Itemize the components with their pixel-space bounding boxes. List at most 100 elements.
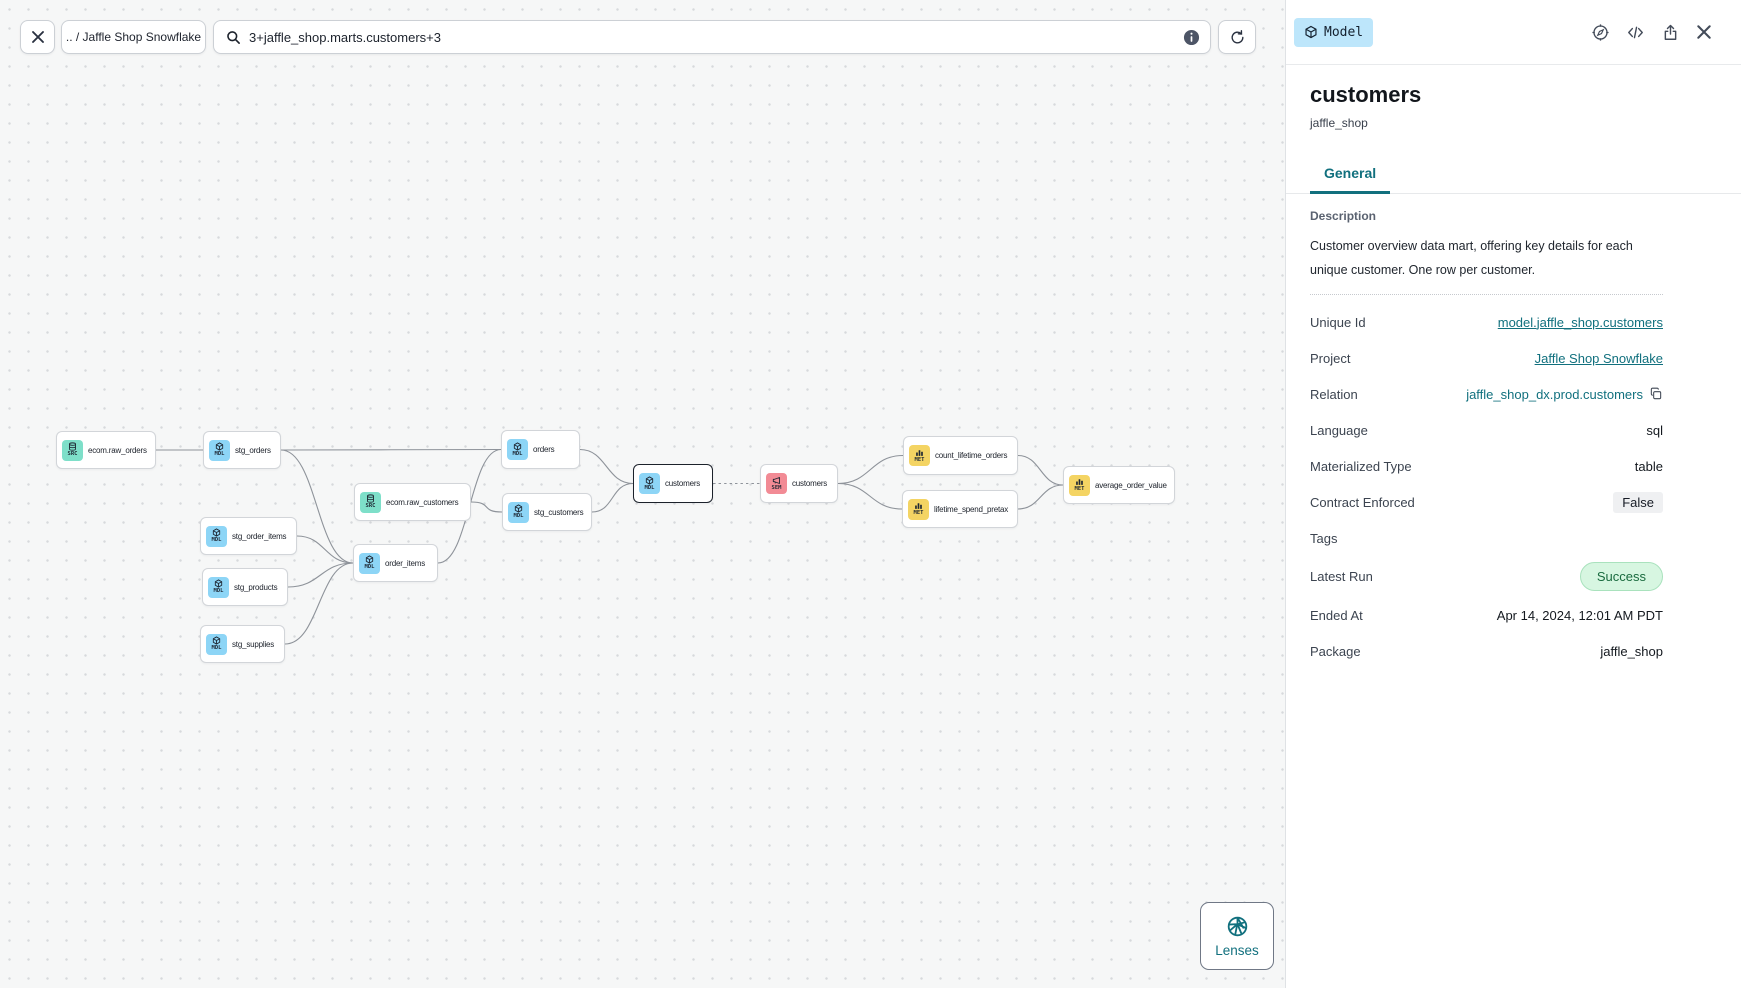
node-label: average_order_value	[1095, 480, 1167, 490]
cube-icon: MDL	[206, 633, 227, 655]
code-icon[interactable]	[1626, 23, 1645, 42]
panel-header: Model	[1286, 0, 1741, 65]
lineage-edge	[296, 535, 354, 564]
graph-node-ecom-raw_customers[interactable]: SRC ecom.raw_customers	[354, 483, 471, 521]
node-type-label: MDL	[364, 564, 375, 571]
graph-node-stg_customers[interactable]: MDL stg_customers	[502, 493, 592, 531]
node-label: order_items	[385, 558, 426, 568]
lineage-edge	[837, 454, 904, 485]
graph-node-customers[interactable]: MDL customers	[633, 464, 713, 503]
field-label: Latest Run	[1310, 569, 1373, 584]
node-type-label: MDL	[213, 588, 224, 595]
close-icon	[31, 31, 44, 43]
cube-icon: MDL	[209, 439, 230, 461]
lineage-edge	[591, 482, 634, 513]
info-icon[interactable]	[1183, 29, 1200, 46]
field-label: Relation	[1310, 386, 1358, 402]
node-type-label: MDL	[513, 513, 524, 520]
node-label: ecom.raw_orders	[88, 445, 147, 455]
graph-node-customers_semantic[interactable]: SEM customers	[760, 464, 838, 503]
field-value: jaffle_shop_dx.prod.customers	[1466, 387, 1663, 402]
description-text: Customer overview data mart, offering ke…	[1310, 239, 1633, 277]
graph-node-average_order_value[interactable]: MET average_order_value	[1063, 466, 1175, 504]
field-label: Language	[1310, 422, 1368, 438]
field-value: jaffle_shop	[1600, 643, 1663, 659]
lenses-aperture-icon	[1227, 916, 1247, 936]
cube-icon: MDL	[508, 501, 529, 523]
share-icon[interactable]	[1661, 23, 1680, 42]
node-label: customers	[792, 479, 828, 488]
node-label: stg_supplies	[232, 639, 275, 649]
explore-compass-icon[interactable]	[1591, 23, 1610, 42]
field-row: Project Jaffle Shop Snowflake	[1310, 346, 1663, 370]
node-type-label: MDL	[211, 645, 222, 652]
node-type-label: SRC	[67, 451, 78, 458]
close-panel-icon[interactable]	[1696, 24, 1712, 40]
node-label: ecom.raw_customers	[386, 497, 459, 507]
lineage-edge	[837, 482, 903, 510]
cube-icon: MDL	[208, 576, 229, 598]
tab-general[interactable]: General	[1310, 156, 1391, 194]
lineage-edge	[579, 448, 634, 485]
node-type-label: MET	[1074, 486, 1085, 493]
chart-bars-icon: MET	[1069, 474, 1090, 496]
refresh-button[interactable]	[1218, 20, 1256, 54]
lineage-edge	[1017, 484, 1064, 510]
status-badge: Success	[1579, 562, 1663, 591]
search-input[interactable]	[249, 29, 1175, 45]
node-type-label: SEM	[771, 484, 782, 491]
database-icon: SRC	[62, 439, 83, 461]
graph-node-order_items[interactable]: MDL order_items	[353, 544, 438, 582]
field-label: Project	[1310, 350, 1351, 366]
field-row: Language sql	[1310, 418, 1663, 442]
graph-node-stg_supplies[interactable]: MDL stg_supplies	[200, 625, 285, 663]
lenses-button[interactable]: Lenses	[1200, 902, 1274, 970]
field-value: table	[1634, 458, 1663, 474]
search-bar[interactable]	[213, 20, 1211, 54]
chart-bars-icon: MET	[909, 445, 930, 466]
divider	[1310, 294, 1663, 295]
breadcrumb[interactable]: .. / Jaffle Shop Snowflake	[61, 20, 206, 54]
field-row: Materialized Type table	[1310, 454, 1663, 478]
node-type-label: MDL	[512, 450, 523, 457]
node-label: customers	[665, 479, 701, 488]
cube-icon: MDL	[206, 525, 227, 547]
field-value: Apr 14, 2024, 12:01 AM PDT	[1496, 607, 1663, 623]
lineage-edge	[470, 501, 503, 513]
chart-bars-icon: MET	[908, 498, 929, 520]
field-value-link[interactable]: Jaffle Shop Snowflake	[1534, 350, 1663, 366]
node-type-label: MET	[914, 456, 925, 463]
lineage-edge	[287, 562, 354, 588]
field-value-link[interactable]: model.jaffle_shop.customers	[1497, 314, 1663, 330]
node-label: stg_customers	[534, 507, 584, 517]
cube-icon: MDL	[639, 473, 660, 494]
node-type-label: MDL	[214, 451, 225, 458]
field-row: Relation jaffle_shop_dx.prod.customers	[1310, 382, 1663, 406]
graph-node-ecom-raw_orders[interactable]: SRC ecom.raw_orders	[56, 431, 156, 469]
search-icon	[227, 30, 240, 44]
node-type-label: SRC	[365, 503, 376, 510]
field-value: False	[1613, 491, 1663, 513]
breadcrumb-label: .. / Jaffle Shop Snowflake	[65, 30, 202, 44]
field-value: sql	[1646, 422, 1663, 438]
field-label: Materialized Type	[1310, 458, 1412, 474]
tab-bar: General	[1286, 156, 1741, 194]
page-subtitle: jaffle_shop	[1310, 116, 1368, 130]
close-lineage-button[interactable]	[20, 20, 55, 54]
copy-icon[interactable]	[1649, 387, 1663, 401]
model-cube-icon	[1305, 25, 1317, 39]
cube-icon: MDL	[507, 439, 528, 460]
field-label: Tags	[1310, 530, 1338, 546]
